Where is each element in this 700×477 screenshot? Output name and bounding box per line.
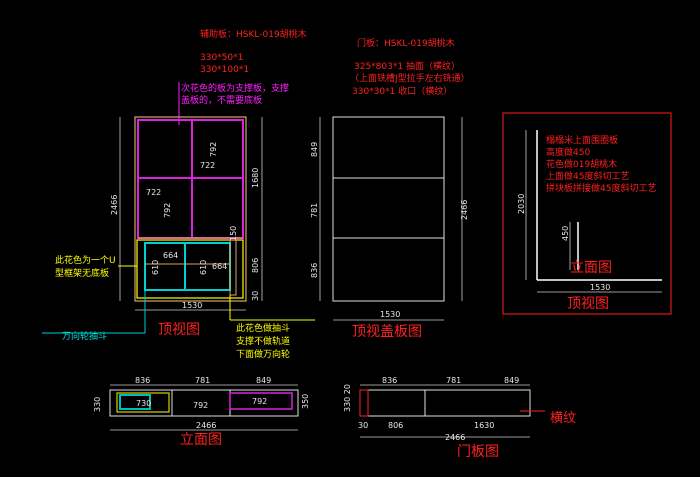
cover-dim-1530: 1530 [380,310,400,319]
top-view-outline [134,116,247,302]
door-dim-806: 806 [388,421,403,430]
caster-drawer-note: 万向轮抽斗 [62,330,107,342]
elev-u-frame [116,392,170,413]
dim-150: 150 [229,226,238,241]
door-board-line3: 330*30*1 收口（横纹） [352,85,452,97]
tatami-box: 榻榻米上面围圈板 高度做450 花色做019胡桃木 上面做45度斜切工艺 拼块板… [502,112,672,315]
door-view: 836 781 849 横纹 330 20 30 806 1630 2466 门… [343,376,576,460]
dim-664-b: 664 [212,262,227,271]
door-dim-30: 30 [358,421,368,430]
cover-dim-2466: 2466 [460,200,469,220]
dim-610-a: 610 [151,260,160,275]
aux-board-title: 辅助板：HSKL-019胡桃木 [200,28,307,40]
cover-note-line5: 拼块板拼接做45度斜切工艺 [546,182,656,194]
elev-dim-350: 350 [301,394,310,409]
door-board-line1: 325*803*1 抽面（横纹） [354,60,460,72]
top-cover-view-title: 顶视盖板图 [352,324,422,340]
cover-note-line3: 花色做019胡桃木 [546,158,617,170]
door-dim-330: 330 20 [343,384,352,412]
door-view-title: 门板图 [457,444,499,460]
door-dim-836: 836 [382,376,397,385]
support-note-line2: 盖板的，不需要底板 [181,94,262,106]
elev-outline [109,389,299,417]
elev-dim-730: 730 [136,399,151,408]
tatami-dim-1530: 1530 [590,283,610,292]
side-elevation: 836 781 849 730 792 792 330 350 2466 立面图 [93,376,310,448]
door-dim-2466: 2466 [445,433,465,442]
top-view: 722 722 792 792 664 664 610 610 150 2466… [110,116,263,338]
elev-dim-836: 836 [135,376,150,385]
support-note-line1: 次花色的板为支撑板，支撑 [181,82,289,94]
door-trim [359,389,369,417]
cover-dim-849: 849 [310,142,319,157]
u-frame-note-line1: 此花色为一个U [55,254,116,266]
elev-drawer [119,394,151,410]
top-cover-view: 849 781 836 2466 1530 顶视盖板图 [310,116,469,340]
door-board-line2: （上面铣槽J型拉手左右铣通） [350,72,470,84]
elev-dim-2466: 2466 [196,421,216,430]
dim-2466-left: 2466 [110,195,119,215]
grain-label: 横纹 [550,411,576,426]
tatami-box-frame [502,112,672,315]
door-board-title: 门板：HSKL-019胡桃木 [357,37,455,49]
dim-722-a: 722 [146,188,161,197]
cover-dim-781: 781 [310,203,319,218]
door-dim-781: 781 [446,376,461,385]
cover-note-line2: 高度做450 [546,146,590,158]
tatami-top-view-title: 顶视图 [567,296,609,312]
u-frame-note-line2: 型框架无底板 [55,267,109,279]
cover-note-line4: 上面做45度斜切工艺 [546,170,629,182]
cover-dim-836: 836 [310,263,319,278]
door-outline [359,389,531,417]
aux-board-line2: 330*100*1 [200,65,249,75]
dim-722-b: 722 [200,161,215,170]
drawer-note-line1: 此花色做抽斗 [236,322,290,334]
dim-792-a: 792 [163,203,172,218]
dim-806: 806 [251,258,260,273]
top-view-title: 顶视图 [158,322,200,338]
dim-792-b: 792 [209,142,218,157]
tatami-elevation-title: 立面图 [570,260,612,276]
drawer-note-line3: 下面做万向轮 [236,348,290,360]
dim-1680: 1680 [251,168,260,188]
tatami-dim-2030: 2030 [517,194,526,214]
tatami-dim-450: 450 [561,226,570,241]
elev-dim-330: 330 [93,397,102,412]
dim-1530: 1530 [182,301,202,310]
dim-30: 30 [251,291,260,301]
elev-dim-792-b: 792 [252,397,267,406]
drawer-end-panel [229,239,237,296]
elev-dim-849: 849 [256,376,271,385]
elev-dim-781: 781 [195,376,210,385]
side-elevation-title: 立面图 [180,432,222,448]
u-frame [136,239,244,299]
cover-outline [332,116,445,302]
elev-support-board [229,392,293,410]
door-dim-849: 849 [504,376,519,385]
dim-664-a: 664 [163,251,178,260]
cover-note-line1: 榻榻米上面围圈板 [546,134,618,146]
drawer-note-line2: 支撑不做轨道 [236,335,290,347]
aux-board-line1: 330*50*1 [200,53,243,63]
elev-dim-792-a: 792 [193,401,208,410]
dim-610-b: 610 [199,260,208,275]
door-dim-1630: 1630 [474,421,494,430]
